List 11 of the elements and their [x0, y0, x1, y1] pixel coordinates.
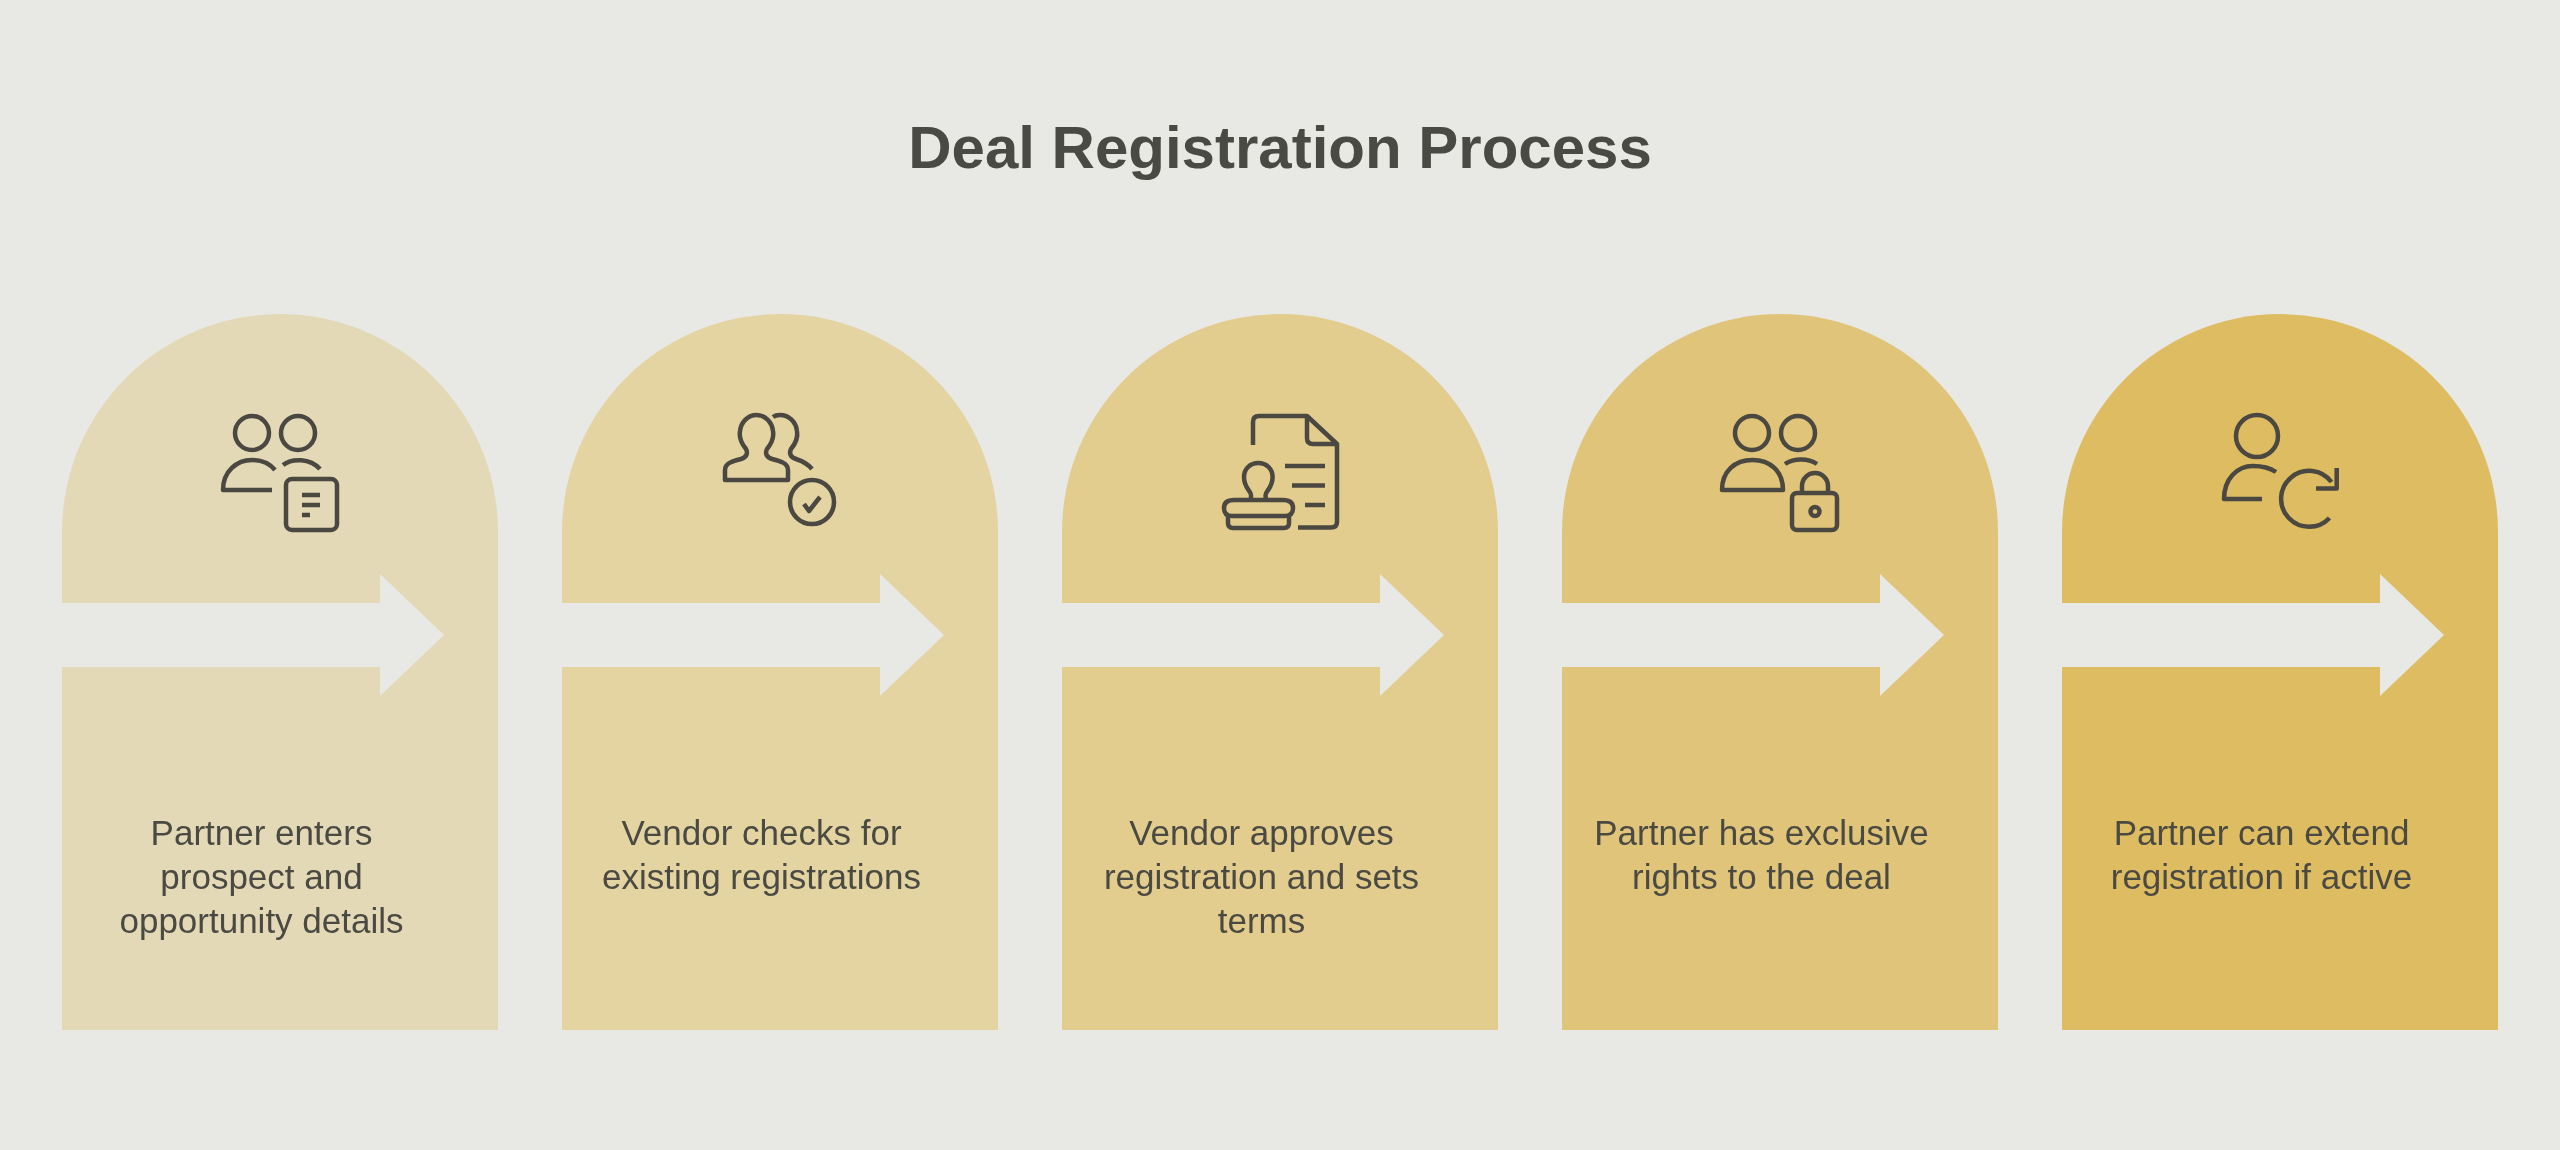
arch-card — [2062, 314, 2498, 1030]
arch-card — [1062, 314, 1498, 1030]
step-description: Partner has exclusive rights to the deal — [1593, 812, 1930, 898]
arch-card — [1562, 314, 1998, 1030]
arch-card — [562, 314, 998, 1030]
step-description: Vendor checks for existing registrations — [600, 812, 922, 898]
title: Deal Registration Process — [908, 114, 1652, 181]
step-description: Partner enters prospect and opportunity details — [118, 812, 405, 942]
step-description: Partner can extend registration if active — [2109, 812, 2414, 898]
arch-card — [62, 314, 498, 1030]
step-description: Vendor approves registration and sets terms — [1102, 812, 1421, 942]
